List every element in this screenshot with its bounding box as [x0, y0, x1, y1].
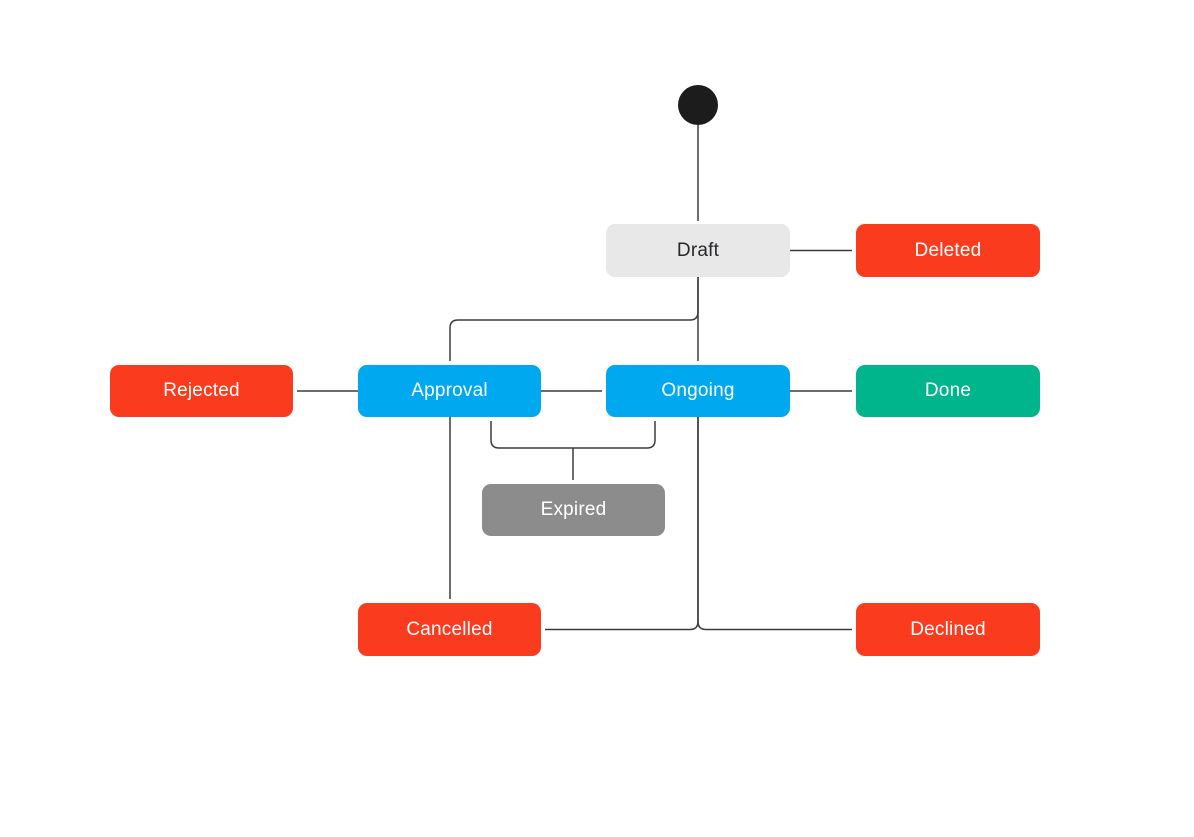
edge-expired-ongoing: [573, 421, 656, 449]
state-declined[interactable]: Declined: [856, 603, 1040, 656]
state-rejected-label: Rejected: [163, 380, 240, 401]
state-deleted-label: Deleted: [914, 239, 982, 261]
state-expired[interactable]: Expired: [482, 484, 665, 536]
state-deleted[interactable]: Deleted: [856, 224, 1040, 277]
state-draft[interactable]: Draft: [606, 224, 790, 277]
edge-group: [297, 125, 852, 631]
edge-ongoing-declined: [697, 417, 852, 631]
state-draft-label: Draft: [676, 239, 720, 261]
state-done-label: Done: [924, 380, 972, 401]
state-cancelled-label: Cancelled: [406, 618, 493, 640]
state-ongoing-label: Ongoing: [661, 380, 735, 401]
state-expired-label: Expired: [540, 499, 607, 520]
state-approval[interactable]: Approval: [358, 365, 541, 417]
state-declined-label: Declined: [910, 618, 986, 640]
state-rejected[interactable]: Rejected: [110, 365, 293, 417]
edge-draft-approval: [449, 277, 699, 361]
edge-expired-approval: [490, 421, 573, 449]
state-done[interactable]: Done: [856, 365, 1040, 417]
state-cancelled[interactable]: Cancelled: [358, 603, 541, 656]
initial-state-node[interactable]: [678, 85, 718, 125]
state-approval-label: Approval: [411, 380, 488, 401]
state-ongoing[interactable]: Ongoing: [606, 365, 790, 417]
